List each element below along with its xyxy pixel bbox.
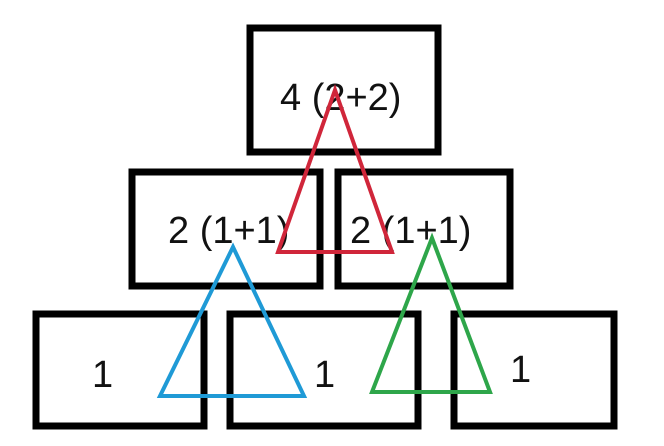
box-bottom-right: 1	[450, 310, 618, 430]
box-top-label: 4 (2+2)	[280, 77, 401, 119]
box-middle-right-frame	[334, 168, 514, 290]
box-middle-right: 2 (1+1)	[334, 168, 514, 290]
box-bottom-left: 1	[32, 310, 208, 430]
box-bottom-middle: 1	[226, 310, 422, 430]
box-top: 4 (2+2)	[246, 24, 442, 156]
box-bottom-right-label: 1	[510, 349, 531, 391]
box-bottom-middle-frame	[226, 310, 422, 430]
box-top-frame	[246, 24, 442, 156]
box-middle-left-frame	[128, 168, 324, 290]
box-middle-left: 2 (1+1)	[128, 168, 324, 290]
box-bottom-left-label: 1	[92, 354, 113, 396]
triangle-blue	[156, 242, 308, 398]
box-bottom-left-frame	[32, 310, 208, 430]
triangle-green	[369, 232, 493, 394]
box-middle-right-label: 2 (1+1)	[350, 210, 471, 252]
triangle-red	[275, 83, 395, 254]
box-bottom-right-frame	[450, 310, 618, 430]
box-bottom-middle-label: 1	[314, 354, 335, 396]
box-middle-left-label: 2 (1+1)	[168, 210, 289, 252]
